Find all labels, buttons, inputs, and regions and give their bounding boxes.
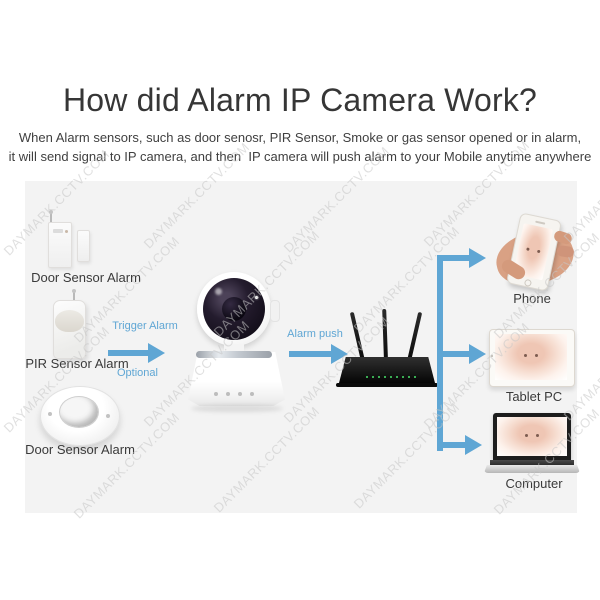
tablet-screen-baby-photo bbox=[495, 334, 567, 380]
computer-illustration bbox=[484, 413, 580, 477]
camera-shadow bbox=[191, 405, 283, 412]
router-antenna bbox=[407, 311, 423, 362]
pir-lens bbox=[55, 310, 84, 332]
camera-neck bbox=[224, 344, 244, 354]
branch-arrow-mid-icon bbox=[469, 344, 486, 364]
trigger-alarm-label: Trigger Alarm bbox=[112, 320, 178, 332]
trigger-arrow-icon bbox=[148, 343, 165, 363]
camera-base-dots bbox=[214, 392, 218, 396]
router-antenna bbox=[382, 308, 388, 362]
tablet-illustration bbox=[489, 329, 575, 387]
subtitle-line-2: it will send signal to IP camera, and th… bbox=[8, 149, 592, 164]
push-arrow-shaft bbox=[289, 351, 331, 357]
alarm-push-label: Alarm push bbox=[287, 328, 343, 340]
camera-base-ring bbox=[196, 351, 272, 358]
router-leds bbox=[366, 376, 368, 378]
router-base bbox=[336, 383, 438, 387]
router-antenna bbox=[349, 311, 365, 362]
computer-label: Computer bbox=[505, 476, 563, 491]
push-arrow-icon bbox=[331, 344, 348, 364]
tablet-label: Tablet PC bbox=[505, 389, 563, 404]
page-title: How did Alarm IP Camera Work? bbox=[62, 82, 538, 118]
camera-led bbox=[255, 296, 258, 299]
pir-sensor-illustration bbox=[50, 289, 100, 362]
branch-arrow-mid-shaft bbox=[443, 351, 469, 357]
trigger-arrow-shaft bbox=[108, 350, 148, 356]
phone-label: Phone bbox=[513, 291, 551, 306]
ip-camera-illustration bbox=[185, 258, 291, 412]
antenna-icon bbox=[72, 289, 76, 302]
antenna-icon bbox=[49, 210, 53, 223]
branch-vertical-line bbox=[437, 255, 443, 451]
camera-lens bbox=[203, 278, 265, 340]
smoke-sensor-illustration bbox=[40, 386, 120, 448]
door-sensor-body bbox=[48, 222, 72, 268]
phone-home-button bbox=[523, 278, 533, 288]
smartphone-icon bbox=[505, 212, 563, 292]
tablet-camera-dot bbox=[491, 355, 493, 357]
door-sensor-magnet bbox=[77, 230, 90, 262]
door-sensor-label: Door Sensor Alarm bbox=[31, 270, 141, 285]
laptop-base bbox=[484, 465, 580, 473]
branch-arrow-bottom-icon bbox=[465, 435, 482, 455]
phone-speaker bbox=[535, 220, 546, 225]
subtitle-line-1: When Alarm sensors, such as door senosr,… bbox=[18, 130, 582, 145]
camera-base bbox=[188, 352, 285, 406]
wifi-router-illustration bbox=[336, 305, 440, 387]
smoke-sensor-dot bbox=[106, 414, 110, 418]
laptop-screen-baby-photo bbox=[497, 417, 567, 456]
camera-side-button bbox=[270, 300, 280, 322]
smoke-sensor-vent bbox=[59, 396, 99, 428]
laptop-screen-bezel bbox=[493, 413, 571, 460]
smoke-sensor-label: Door Sensor Alarm bbox=[25, 442, 135, 457]
smoke-sensor-dot bbox=[48, 412, 52, 416]
phone-illustration bbox=[488, 212, 580, 294]
pir-sensor-label: PIR Sensor Alarm bbox=[25, 356, 129, 371]
laptop-keyboard bbox=[490, 460, 574, 465]
router-body bbox=[339, 357, 435, 383]
optional-label: Optional bbox=[117, 367, 158, 379]
branch-arrow-bottom-shaft bbox=[443, 442, 465, 448]
branch-arrow-top-shaft bbox=[437, 255, 469, 261]
door-sensor-illustration bbox=[44, 210, 104, 270]
branch-arrow-top-icon bbox=[469, 248, 486, 268]
